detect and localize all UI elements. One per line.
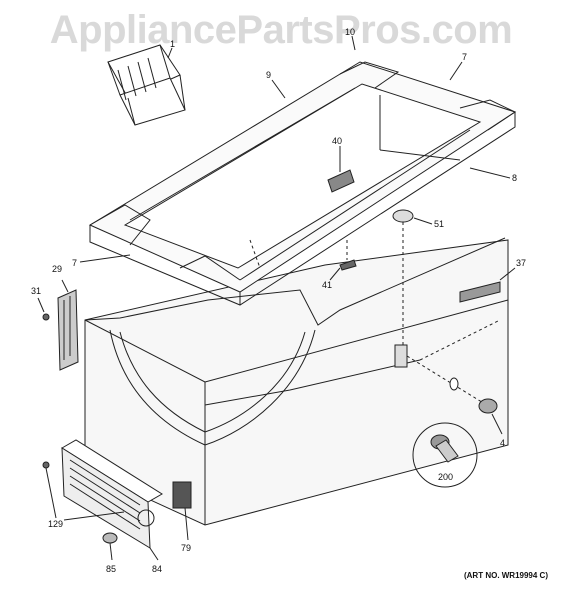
label-part-79: 79	[181, 543, 191, 553]
label-part-37: 37	[516, 258, 526, 268]
label-part-40: 40	[332, 136, 342, 146]
label-part-10: 10	[345, 27, 355, 37]
art-number: (ART NO. WR19994 C)	[463, 571, 548, 580]
part-85-foot	[102, 532, 118, 561]
label-part-31: 31	[31, 286, 41, 296]
part-37-strip	[459, 267, 516, 303]
drain-assembly	[394, 344, 503, 435]
label-part-7-top: 7	[462, 52, 467, 62]
label-part-129: 129	[48, 519, 63, 529]
basket	[107, 44, 186, 126]
label-part-51: 51	[434, 219, 444, 229]
label-part-1: 1	[170, 39, 175, 49]
label-part-7-left: 7	[72, 258, 77, 268]
label-part-29: 29	[52, 264, 62, 274]
part-200-detail	[412, 422, 478, 488]
lid-gasket-frame	[88, 61, 517, 306]
label-part-4: 4	[500, 438, 505, 448]
label-part-8: 8	[512, 173, 517, 183]
watermark-logo: AppliancePartsPros.com	[49, 8, 513, 52]
label-part-85: 85	[106, 564, 116, 574]
part-40-handle	[327, 146, 355, 193]
label-part-84: 84	[152, 564, 162, 574]
label-part-200: 200	[438, 472, 453, 482]
part-31-screw	[37, 297, 50, 321]
part-29-bracket	[57, 279, 79, 371]
part-129-screw	[42, 461, 125, 521]
part-41-clip	[329, 240, 357, 281]
label-part-41: 41	[322, 280, 332, 290]
part-84-grille	[61, 439, 163, 561]
label-part-9: 9	[266, 70, 271, 80]
part-79-switch	[172, 481, 192, 541]
part-51-knob	[392, 209, 433, 345]
